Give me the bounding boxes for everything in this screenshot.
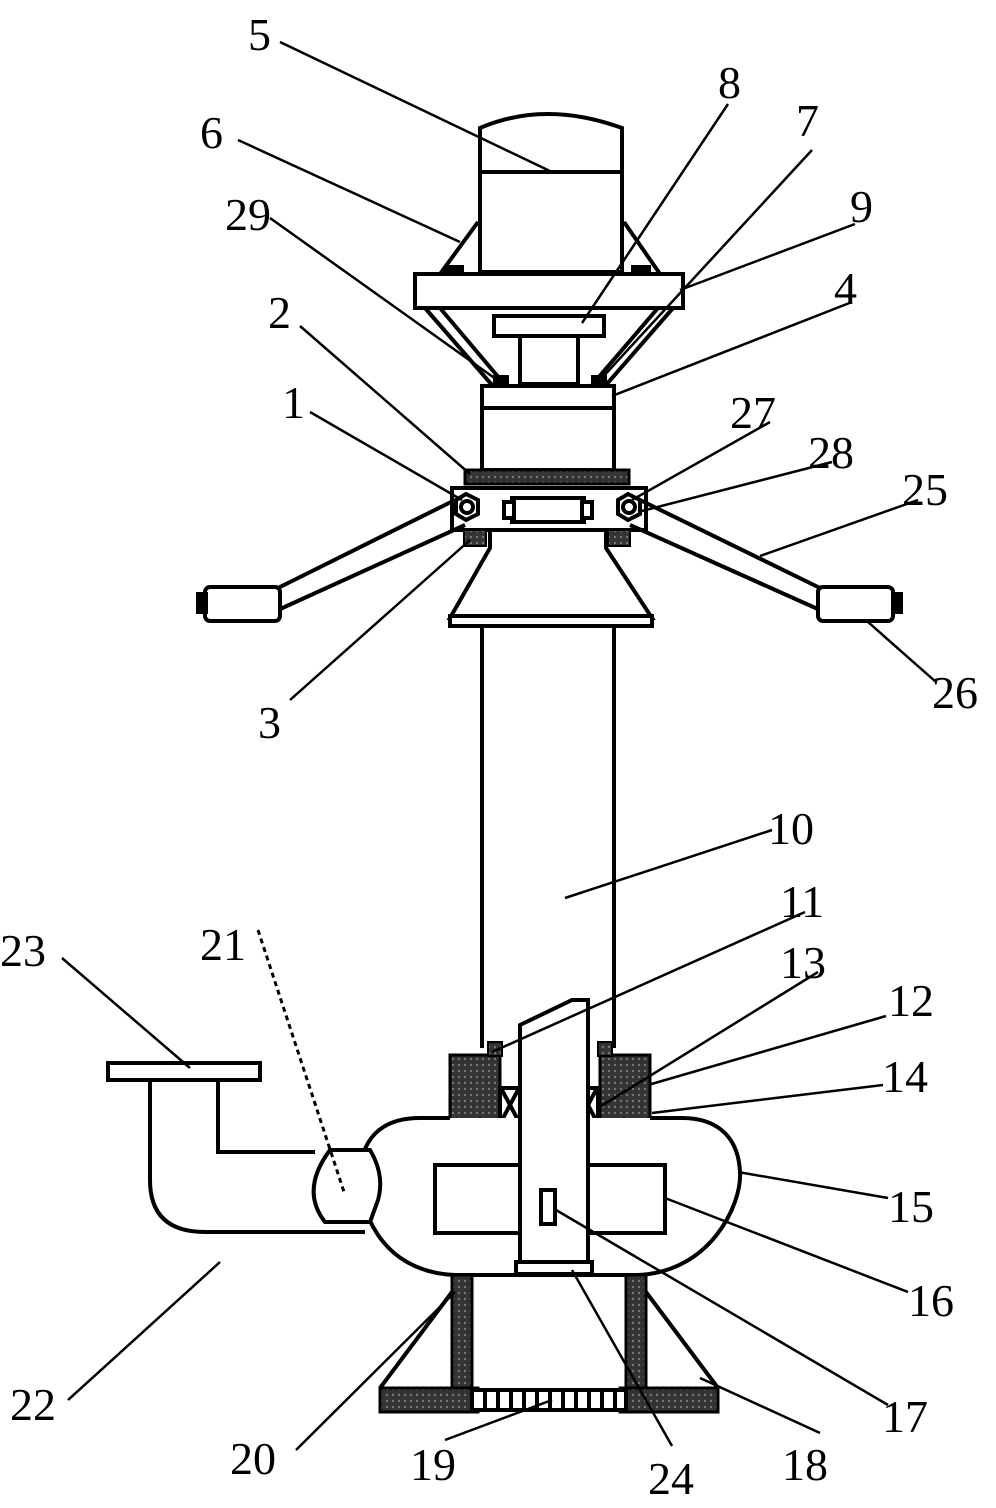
drive-shaft (518, 334, 580, 386)
label-28: 28 (808, 427, 854, 478)
label-26: 26 (932, 667, 978, 718)
label-4: 4 (834, 263, 857, 314)
leader-lines (61, 40, 937, 1451)
label-15: 15 (888, 1181, 934, 1232)
label-21: 21 (200, 919, 246, 970)
cone-rim (448, 614, 654, 628)
label-16: 16 (908, 1275, 954, 1326)
label-2: 2 (268, 287, 291, 338)
support-brace (423, 220, 675, 387)
label-5: 5 (248, 9, 271, 60)
motor-base-plate (413, 272, 685, 310)
handle-grip (196, 585, 903, 623)
outlet-flange (106, 1061, 262, 1082)
shaft-end (514, 1260, 594, 1276)
label-1: 1 (282, 377, 305, 428)
label-25: 25 (902, 464, 948, 515)
right-bolt (616, 491, 642, 523)
outlet-nozzle (311, 1148, 383, 1224)
label-17: 17 (882, 1391, 928, 1442)
label-3: 3 (258, 697, 281, 748)
seal-housing (448, 1041, 652, 1132)
left-bolt (454, 491, 480, 523)
label-11: 11 (780, 876, 824, 927)
label-18: 18 (782, 1439, 828, 1490)
outlet-pipe (148, 1080, 383, 1234)
coupling (492, 314, 606, 338)
inlet-base (378, 1273, 720, 1414)
motor (478, 112, 624, 274)
label-29: 29 (225, 189, 271, 240)
label-8: 8 (718, 57, 741, 108)
flange-ring (463, 468, 631, 486)
label-24: 24 (648, 1453, 694, 1504)
label-12: 12 (888, 975, 934, 1026)
plate-bolts (444, 265, 651, 275)
part-labels: 5 8 7 6 29 9 4 2 1 27 28 25 26 3 10 11 1… (0, 9, 978, 1504)
label-19: 19 (410, 1439, 456, 1490)
bearing-housing (480, 384, 616, 472)
column-pipe (480, 626, 616, 1048)
clamp (450, 486, 648, 532)
label-14: 14 (882, 1051, 928, 1102)
label-20: 20 (230, 1433, 276, 1484)
label-10: 10 (768, 803, 814, 854)
shaft-key (539, 1188, 557, 1226)
label-9: 9 (850, 181, 873, 232)
label-7: 7 (796, 95, 819, 146)
handle-arm (277, 498, 821, 612)
label-27: 27 (730, 387, 776, 438)
pump-shaft (518, 998, 590, 1264)
label-13: 13 (780, 937, 826, 988)
label-23: 23 (0, 925, 46, 976)
label-22: 22 (10, 1379, 56, 1430)
label-6: 6 (200, 107, 223, 158)
